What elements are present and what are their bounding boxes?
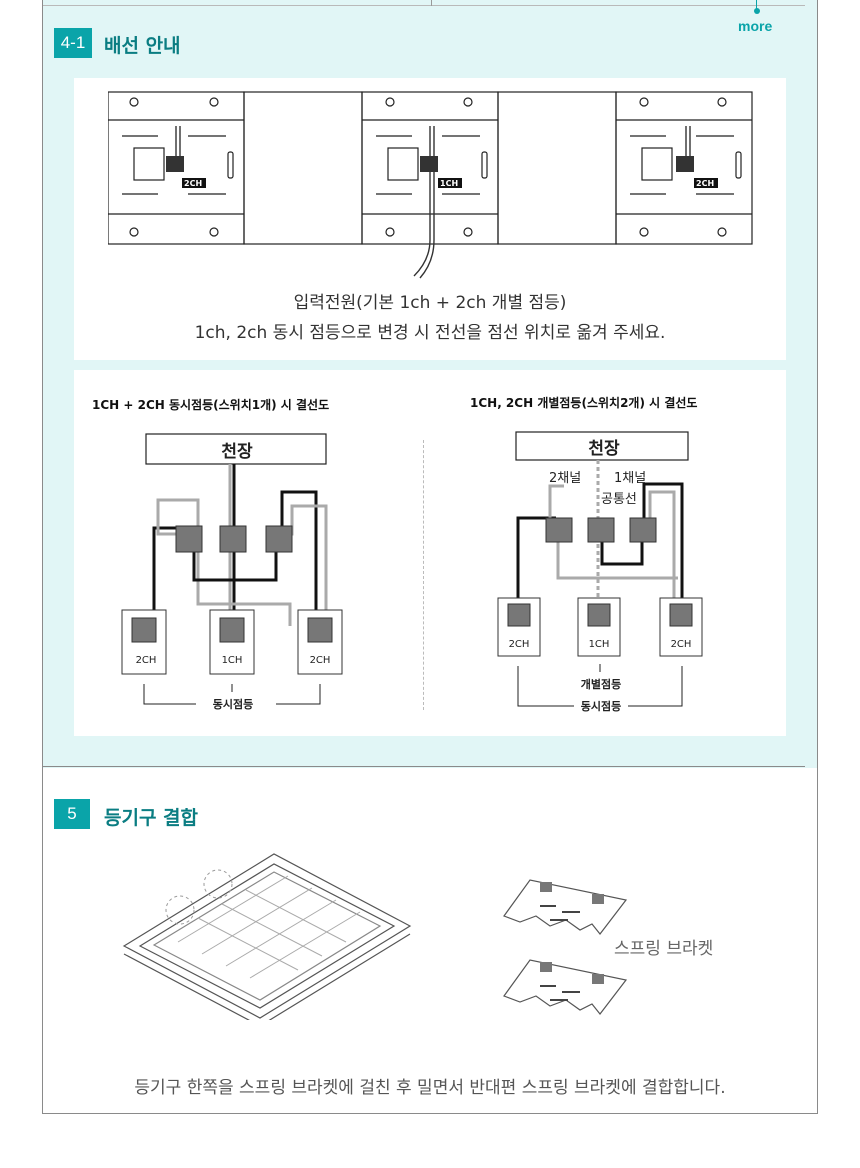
module-label-2ch-left: 2CH (184, 179, 203, 188)
assembly-instruction: 등기구 한쪽을 스프링 브라켓에 걸친 후 밀면서 반대편 스프링 브라켓에 결… (134, 1078, 726, 1098)
more-link[interactable]: more (738, 18, 773, 34)
diagram-left-box-3: 2CH (309, 655, 331, 666)
diagram-left-ceiling: 천장 (221, 442, 253, 462)
diagram-right-mid-label: 개별점등 (580, 678, 622, 691)
top-divider-tick (431, 0, 432, 6)
diagram-right-bottom-label: 동시점등 (580, 700, 622, 713)
wiring-caption-line1: 입력전원(기본 1ch + 2ch 개별 점등) (293, 293, 567, 313)
diagram-right-wire-common: 공통선 (601, 492, 637, 507)
section-title: 배선 안내 (104, 35, 181, 57)
module-label-2ch-right: 2CH (696, 179, 715, 188)
diagram-right-title: 1CH, 2CH 개별점등(스위치2개) 시 결선도 (470, 396, 698, 410)
section-title-5: 등기구 결합 (104, 807, 199, 829)
wiring-caption-line2: 1ch, 2ch 동시 점등으로 변경 시 전선을 점선 위치로 옮겨 주세요. (194, 323, 666, 343)
section-number-badge-5: 5 (54, 799, 90, 829)
diagram-right-box-3: 2CH (670, 639, 692, 650)
diagram-left-simultaneous (121, 433, 343, 705)
diagram-right-individual (497, 431, 703, 707)
section-divider (43, 766, 805, 767)
diagram-divider (423, 440, 424, 710)
diagram-left-bottom-label: 동시점등 (212, 698, 254, 711)
section-number-badge: 4-1 (54, 28, 92, 58)
module-label-1ch: 1CH (440, 179, 459, 188)
diagram-right-wire-1ch: 1채널 (614, 471, 647, 486)
diagram-right-box-1: 2CH (508, 639, 530, 650)
spring-bracket-label: 스프링 브라켓 (614, 939, 714, 959)
diagram-left-box-2: 1CH (221, 655, 243, 666)
light-fixture-illustration (122, 853, 412, 1020)
content-frame (42, 0, 818, 1114)
module-strip-illustration (108, 91, 753, 279)
diagram-left-box-1: 2CH (135, 655, 157, 666)
more-dot-icon (754, 8, 760, 14)
more-connector (756, 0, 757, 9)
top-divider (43, 0, 805, 6)
diagram-left-title: 1CH + 2CH 동시점등(스위치1개) 시 결선도 (92, 398, 330, 412)
diagram-right-wire-2ch: 2채널 (549, 471, 582, 486)
diagram-right-ceiling: 천장 (588, 439, 620, 459)
spring-bracket-illustration (503, 879, 628, 1015)
diagram-right-box-2: 1CH (588, 639, 610, 650)
